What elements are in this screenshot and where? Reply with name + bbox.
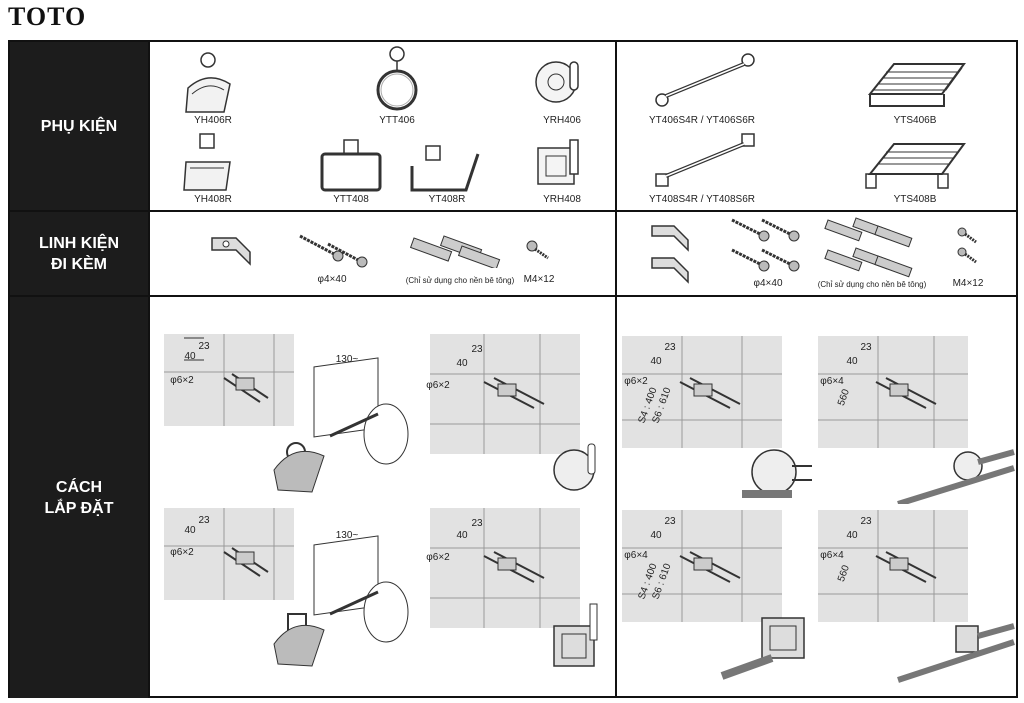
row-divider — [10, 210, 1016, 212]
bolt-figure — [526, 240, 549, 260]
dim-23: 23 — [664, 342, 676, 353]
model-label: YTS408B — [893, 194, 937, 205]
model-label: YTS406B — [893, 115, 937, 126]
model-label: YH406R — [194, 115, 232, 126]
towel-shelf-square-figure — [865, 143, 966, 189]
model-label: YT408S4R / YT408S6R — [649, 194, 755, 205]
dim-23: 23 — [471, 344, 483, 355]
dim-40: 40 — [456, 530, 468, 541]
mounting-bracket-pair-figure — [651, 225, 689, 284]
install-diagram-paper-holder-square — [164, 508, 409, 667]
dim-40: 40 — [650, 356, 662, 367]
towel-shelf-round-figure — [867, 63, 966, 107]
towel-bar-short-figure — [410, 145, 480, 192]
dim-drill: φ6×4 — [624, 550, 648, 561]
towel-bar-round-figure — [655, 53, 755, 107]
robe-hook-round-figure — [535, 61, 579, 103]
dim-drill: φ6×4 — [820, 550, 844, 561]
section-install-label-2: LẮP ĐẶT — [44, 499, 114, 517]
model-label: YTT406 — [379, 115, 415, 126]
towel-bar-square-figure — [655, 133, 755, 187]
wall-anchor-set-figure — [824, 217, 913, 278]
section-accessories-label: PHỤ KIỆN — [40, 117, 118, 135]
anchor-note: (Chỉ sử dụng cho nền bê tông) — [817, 280, 927, 289]
install-diagram-shelf-round — [818, 336, 1015, 504]
wood-screw-set-figure — [731, 218, 800, 272]
dim-drill: φ6×2 — [426, 552, 450, 563]
section-install: CÁCH LẮP ĐẶT — [10, 297, 148, 698]
dim-drill: φ6×2 — [624, 376, 648, 387]
dim-40: 40 — [456, 358, 468, 369]
install-diagram-robe-hook-round — [430, 334, 596, 491]
model-label: YH408R — [194, 194, 232, 205]
dim-23: 23 — [471, 518, 483, 529]
section-accessories: PHỤ KIỆN — [10, 42, 148, 210]
section-parts: LINH KIỆN ĐI KÈM — [10, 212, 148, 295]
wall-anchor-figure — [409, 235, 501, 268]
dim-23: 23 — [860, 342, 872, 353]
dim-drill: φ6×2 — [170, 375, 194, 386]
dim-23: 23 — [198, 341, 210, 352]
model-label: YRH408 — [543, 194, 581, 205]
section-install-label-1: CÁCH — [55, 478, 103, 496]
dim-drill: φ6×4 — [820, 376, 844, 387]
install-diagram-towel-bar-square — [622, 510, 805, 680]
model-label: YRH406 — [543, 115, 581, 126]
brand-logo: TOTO — [8, 2, 87, 31]
dim-40: 40 — [650, 530, 662, 541]
bolt-size-label: M4×12 — [952, 278, 984, 289]
towel-ring-round-figure — [376, 46, 418, 111]
section-parts-label-2: ĐI KÈM — [51, 255, 107, 273]
mounting-bracket-figure — [211, 237, 251, 266]
dim-drill: φ6×2 — [426, 380, 450, 391]
paper-holder-square-figure — [183, 133, 231, 191]
column-divider — [148, 42, 150, 698]
dim-23: 23 — [198, 515, 210, 526]
installation-sheet: PHỤ KIỆN LINH KIỆN ĐI KÈM CÁCH LẮP ĐẶT Y… — [8, 40, 1018, 698]
anchor-note: (Chỉ sử dụng cho nền bê tông) — [405, 276, 515, 285]
dim-130: 130~ — [335, 530, 359, 541]
model-label: YT408R — [428, 194, 466, 205]
row-divider — [10, 295, 1016, 297]
wood-screw-figure — [299, 234, 368, 268]
paper-holder-round-figure — [185, 52, 231, 113]
install-diagram-shelf-square — [818, 510, 1015, 683]
robe-hook-square-figure — [537, 139, 579, 185]
dim-23: 23 — [860, 516, 872, 527]
screw-size-label: φ4×40 — [317, 274, 347, 285]
dim-40: 40 — [184, 351, 196, 362]
bolt-set-figure — [957, 227, 977, 264]
install-diagram-paper-holder-round — [164, 334, 409, 493]
dim-40: 40 — [846, 356, 858, 367]
towel-ring-square-figure — [320, 139, 382, 192]
model-label: YTT408 — [333, 194, 369, 205]
section-parts-label-1: LINH KIỆN — [39, 234, 119, 252]
install-diagram-towel-bar-round — [622, 336, 812, 498]
screw-size-label: φ4×40 — [753, 278, 783, 289]
model-label: YT406S4R / YT406S6R — [649, 115, 755, 126]
dim-130: 130~ — [335, 354, 359, 365]
install-diagram-robe-hook-square — [430, 508, 598, 667]
dim-23: 23 — [664, 516, 676, 527]
dim-40: 40 — [846, 530, 858, 541]
column-divider — [615, 42, 617, 698]
dim-40: 40 — [184, 525, 196, 536]
bolt-size-label: M4×12 — [523, 274, 555, 285]
dim-drill: φ6×2 — [170, 547, 194, 558]
